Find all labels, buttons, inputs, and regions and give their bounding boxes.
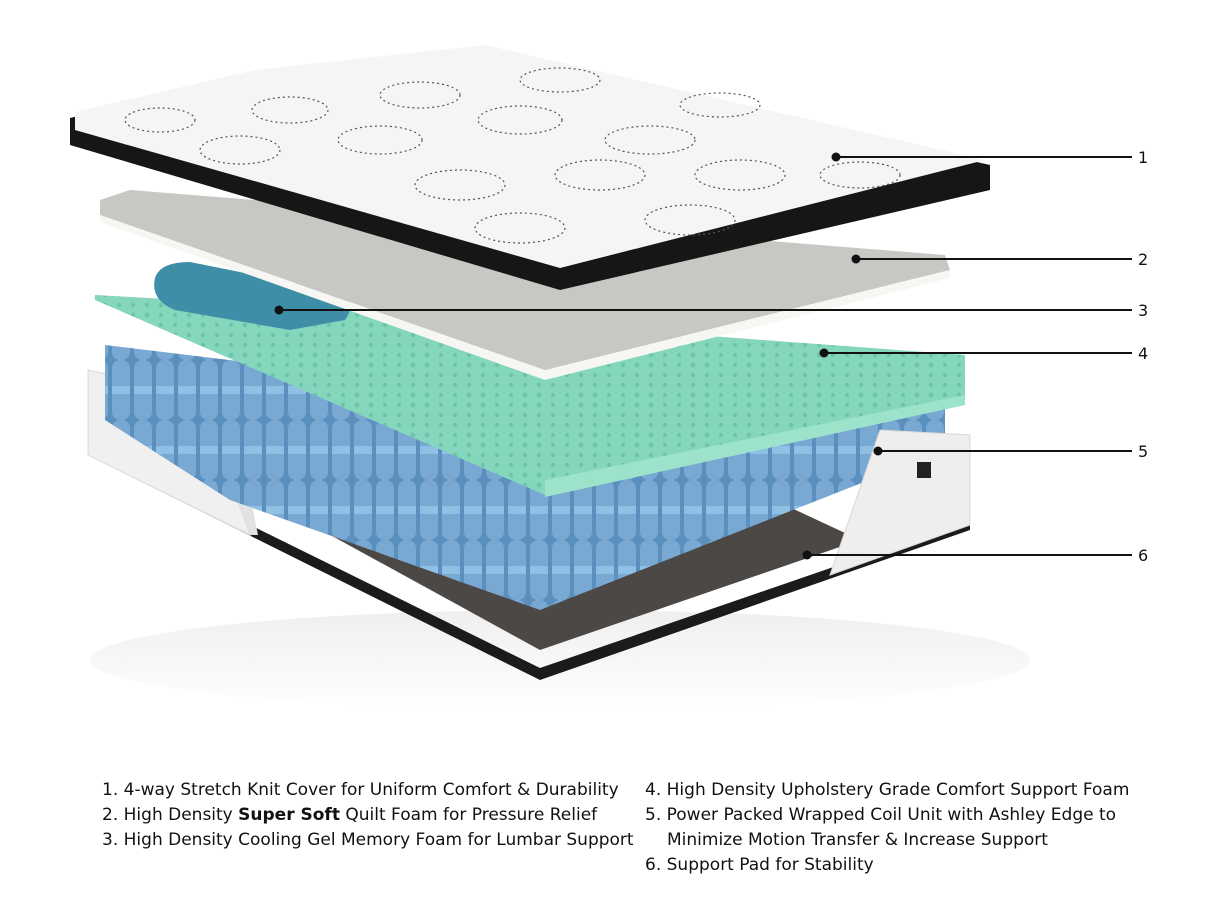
comfort-foam-edge xyxy=(545,395,965,497)
legend-item-3: 3. High Density Cooling Gel Memory Foam … xyxy=(102,830,634,850)
legend-item-6: 6. Support Pad for Stability xyxy=(645,855,874,875)
callout-lines xyxy=(279,156,1132,556)
callout-3: 3 xyxy=(1138,301,1149,320)
legend-right-column: 4. High Density Upholstery Grade Comfort… xyxy=(645,778,1129,878)
callout-4: 4 xyxy=(1138,344,1149,363)
cover-quilt-pattern xyxy=(124,67,901,244)
callout-6: 6 xyxy=(1138,546,1149,565)
legend-item-5-continuation: Minimize Motion Transfer & Increase Supp… xyxy=(667,830,1048,850)
callout-1: 1 xyxy=(1138,148,1149,167)
gel-memory-foam-layer xyxy=(154,262,350,330)
legend-left-column: 1. 4-way Stretch Knit Cover for Uniform … xyxy=(102,778,634,853)
brand-label xyxy=(917,462,931,478)
right-edge-foam xyxy=(829,429,971,576)
mattress-illustration xyxy=(70,45,1132,710)
mattress-diagram: 1 2 3 4 5 6 xyxy=(70,45,1149,710)
legend-item-1: 1. 4-way Stretch Knit Cover for Uniform … xyxy=(102,780,619,800)
floor-shadow xyxy=(90,610,1030,710)
legend-item-5: 5. Power Packed Wrapped Coil Unit with A… xyxy=(645,805,1117,825)
legend-item-4: 4. High Density Upholstery Grade Comfort… xyxy=(645,780,1130,800)
callout-dots xyxy=(274,152,883,560)
knit-cover-layer xyxy=(75,45,985,268)
callout-5: 5 xyxy=(1138,442,1149,461)
legend-item-2: 2. High Density Super Soft Quilt Foam fo… xyxy=(102,805,598,825)
callout-2: 2 xyxy=(1138,250,1149,269)
legend-emphasis: Super Soft xyxy=(238,805,340,825)
quilt-foam-layer xyxy=(100,190,950,370)
